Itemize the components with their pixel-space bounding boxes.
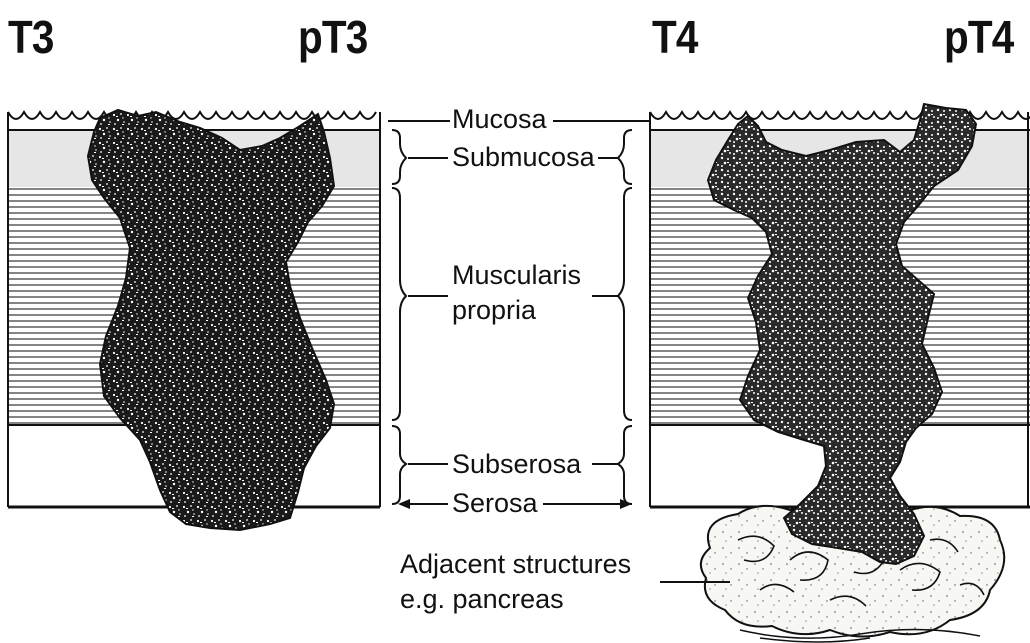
serosa-label: Serosa (452, 490, 538, 517)
right-brace-subserosa (618, 426, 632, 504)
right-mucosa-wave (650, 112, 1030, 119)
submucosa-label: Submucosa (452, 144, 595, 171)
muscularis-label: Muscularis propria (452, 258, 581, 328)
subserosa-label: Subserosa (452, 451, 581, 478)
right-brace-submucosa (618, 130, 632, 184)
left-mucosa-wave (8, 112, 376, 119)
muscularis-label-line2: propria (452, 293, 581, 328)
mucosa-label: Mucosa (452, 106, 547, 133)
muscularis-label-line1: Muscularis (452, 258, 581, 293)
adjacent-structures-caption: Adjacent structures e.g. pancreas (400, 547, 631, 617)
left-wall-diagram (8, 110, 380, 530)
adjacent-structures-line1: Adjacent structures (400, 547, 631, 582)
left-brace-muscularis (392, 188, 406, 420)
right-brace-muscularis (618, 188, 632, 420)
right-wall-diagram (650, 104, 1030, 642)
adjacent-structures-line2: e.g. pancreas (400, 582, 631, 617)
left-brace-subserosa (392, 426, 406, 504)
left-brace-submucosa (392, 130, 406, 184)
